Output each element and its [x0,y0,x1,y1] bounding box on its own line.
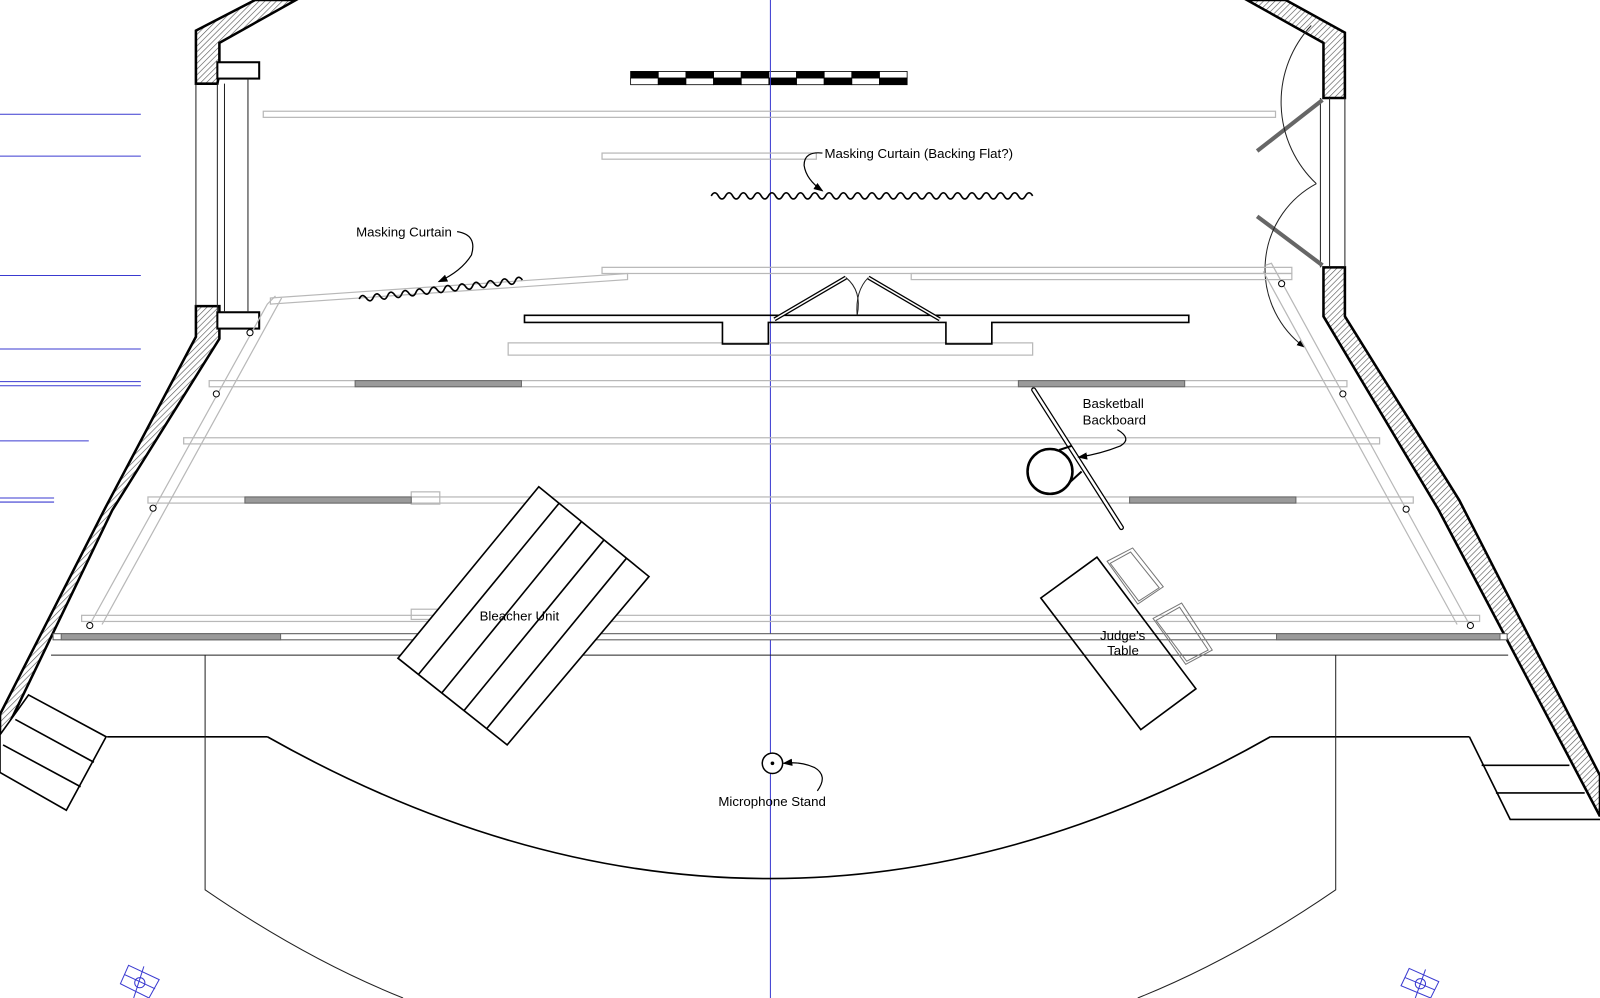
scale-bar-cell [657,77,687,86]
label-table: Table [1107,643,1139,658]
masking-curtain [358,276,524,302]
judges-table [1039,547,1213,731]
label-microphone-stand: Microphone Stand [718,794,826,809]
label-judges: Judge's [1100,628,1146,643]
scale-bar-cell [630,71,659,79]
platform-flats [523,275,1190,345]
stairs-right [1468,736,1600,821]
scale-bar-cell [851,71,880,79]
leader-arrows [437,152,1127,792]
label-masking-curtain-backing: Masking Curtain (Backing Flat?) [824,146,1013,161]
battens [52,110,1508,641]
bleacher-unit [396,485,651,747]
survey-marker-right [1400,967,1440,998]
scale-bar-cell [630,77,659,86]
scale-bar-cell [796,71,825,79]
scale-bar-cell [740,77,770,86]
label-bleacher-unit: Bleacher Unit [480,608,560,623]
scale-bar-cell [713,77,742,86]
scale-bar-cell [768,71,797,79]
masking-curtain-backing [710,192,1034,200]
label-basketball: Basketball [1083,396,1144,411]
scale-bar-cell [713,71,742,79]
label-masking-curtain: Masking Curtain [356,225,452,240]
scale-bar-cell [796,77,825,86]
scale-bar-cell [823,71,853,79]
scale-bar-cell [879,77,908,86]
double-doors [1255,25,1324,348]
scale-bar-cell [823,77,853,86]
microphone-stand [761,752,784,775]
stairs-left [0,693,108,812]
label-backboard: Backboard [1083,413,1146,428]
left-wall [0,0,299,744]
reference-lines [0,113,141,503]
scale-bar-cell [740,71,770,79]
scale-bar-cell [768,77,797,86]
scale-bar [630,71,908,86]
right-wall [1244,0,1600,817]
scale-bar-cell [851,77,880,86]
scale-bar-cell [685,77,714,86]
scale-bar-cell [879,71,908,79]
scale-bar-cell [657,71,687,79]
scale-bar-cell [685,71,714,79]
stage-apron [51,654,1509,998]
survey-marker-left [119,964,160,998]
